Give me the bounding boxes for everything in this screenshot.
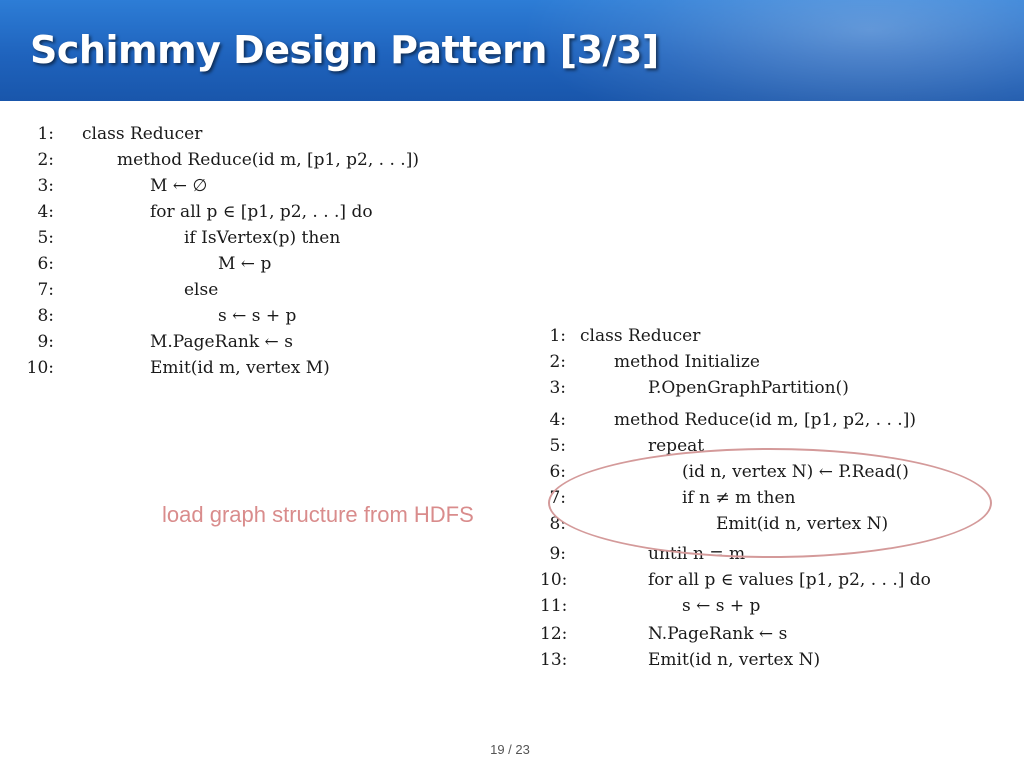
- line-number: 3:: [37, 176, 54, 196]
- title-bar: Schimmy Design Pattern [3/3]: [0, 0, 1024, 101]
- line-number: 12:: [540, 624, 568, 644]
- code-line: else: [184, 280, 219, 300]
- code-line: class Reducer: [580, 326, 701, 346]
- page-number: 19 / 23: [490, 742, 530, 757]
- code-line: for all p ∈ values [p1, p2, . . .] do: [648, 570, 931, 590]
- code-line: P.OpenGraphPartition(): [648, 378, 849, 398]
- code-line: method Reduce(id m, [p1, p2, . . .]): [117, 150, 419, 170]
- code-line: if IsVertex(p) then: [184, 228, 341, 248]
- line-number: 10:: [26, 358, 54, 378]
- line-number: 2:: [549, 352, 566, 372]
- code-line: Emit(id n, vertex N): [648, 650, 821, 670]
- highlight-ellipse: [548, 448, 992, 558]
- code-line: N.PageRank ← s: [648, 624, 788, 644]
- line-number: 8:: [37, 306, 54, 326]
- code-line: s ← s + p: [682, 596, 761, 616]
- line-number: 6:: [37, 254, 54, 274]
- line-number: 11:: [540, 596, 568, 616]
- annotation-text: load graph structure from HDFS: [162, 502, 474, 527]
- line-number: 4:: [549, 410, 566, 430]
- code-line: class Reducer: [82, 124, 203, 144]
- line-number: 7:: [37, 280, 54, 300]
- line-number: 1:: [549, 326, 566, 346]
- code-line: Emit(id m, vertex M): [150, 358, 330, 378]
- line-number: 10:: [540, 570, 568, 590]
- code-line: for all p ∈ [p1, p2, . . .] do: [150, 202, 373, 222]
- line-number: 9:: [549, 544, 566, 564]
- title-shine-decoration: [520, 0, 1024, 101]
- code-line: M ← ∅: [150, 176, 208, 196]
- code-line: M.PageRank ← s: [150, 332, 293, 352]
- code-line: M ← p: [218, 254, 272, 274]
- line-number: 6:: [549, 462, 566, 482]
- line-number: 4:: [37, 202, 54, 222]
- line-number: 3:: [549, 378, 566, 398]
- line-number: 5:: [549, 436, 566, 456]
- code-line: s ← s + p: [218, 306, 297, 326]
- line-number: 13:: [540, 650, 568, 670]
- line-number: 5:: [37, 228, 54, 248]
- line-number: 1:: [37, 124, 54, 144]
- slide-title: Schimmy Design Pattern [3/3]: [30, 28, 659, 72]
- line-number: 9:: [37, 332, 54, 352]
- code-line: method Initialize: [614, 352, 760, 372]
- line-number: 2:: [37, 150, 54, 170]
- code-line: method Reduce(id m, [p1, p2, . . .]): [614, 410, 916, 430]
- algorithm-reducer-basic: 1: class Reducer 2: method Reduce(id m, …: [27, 122, 508, 384]
